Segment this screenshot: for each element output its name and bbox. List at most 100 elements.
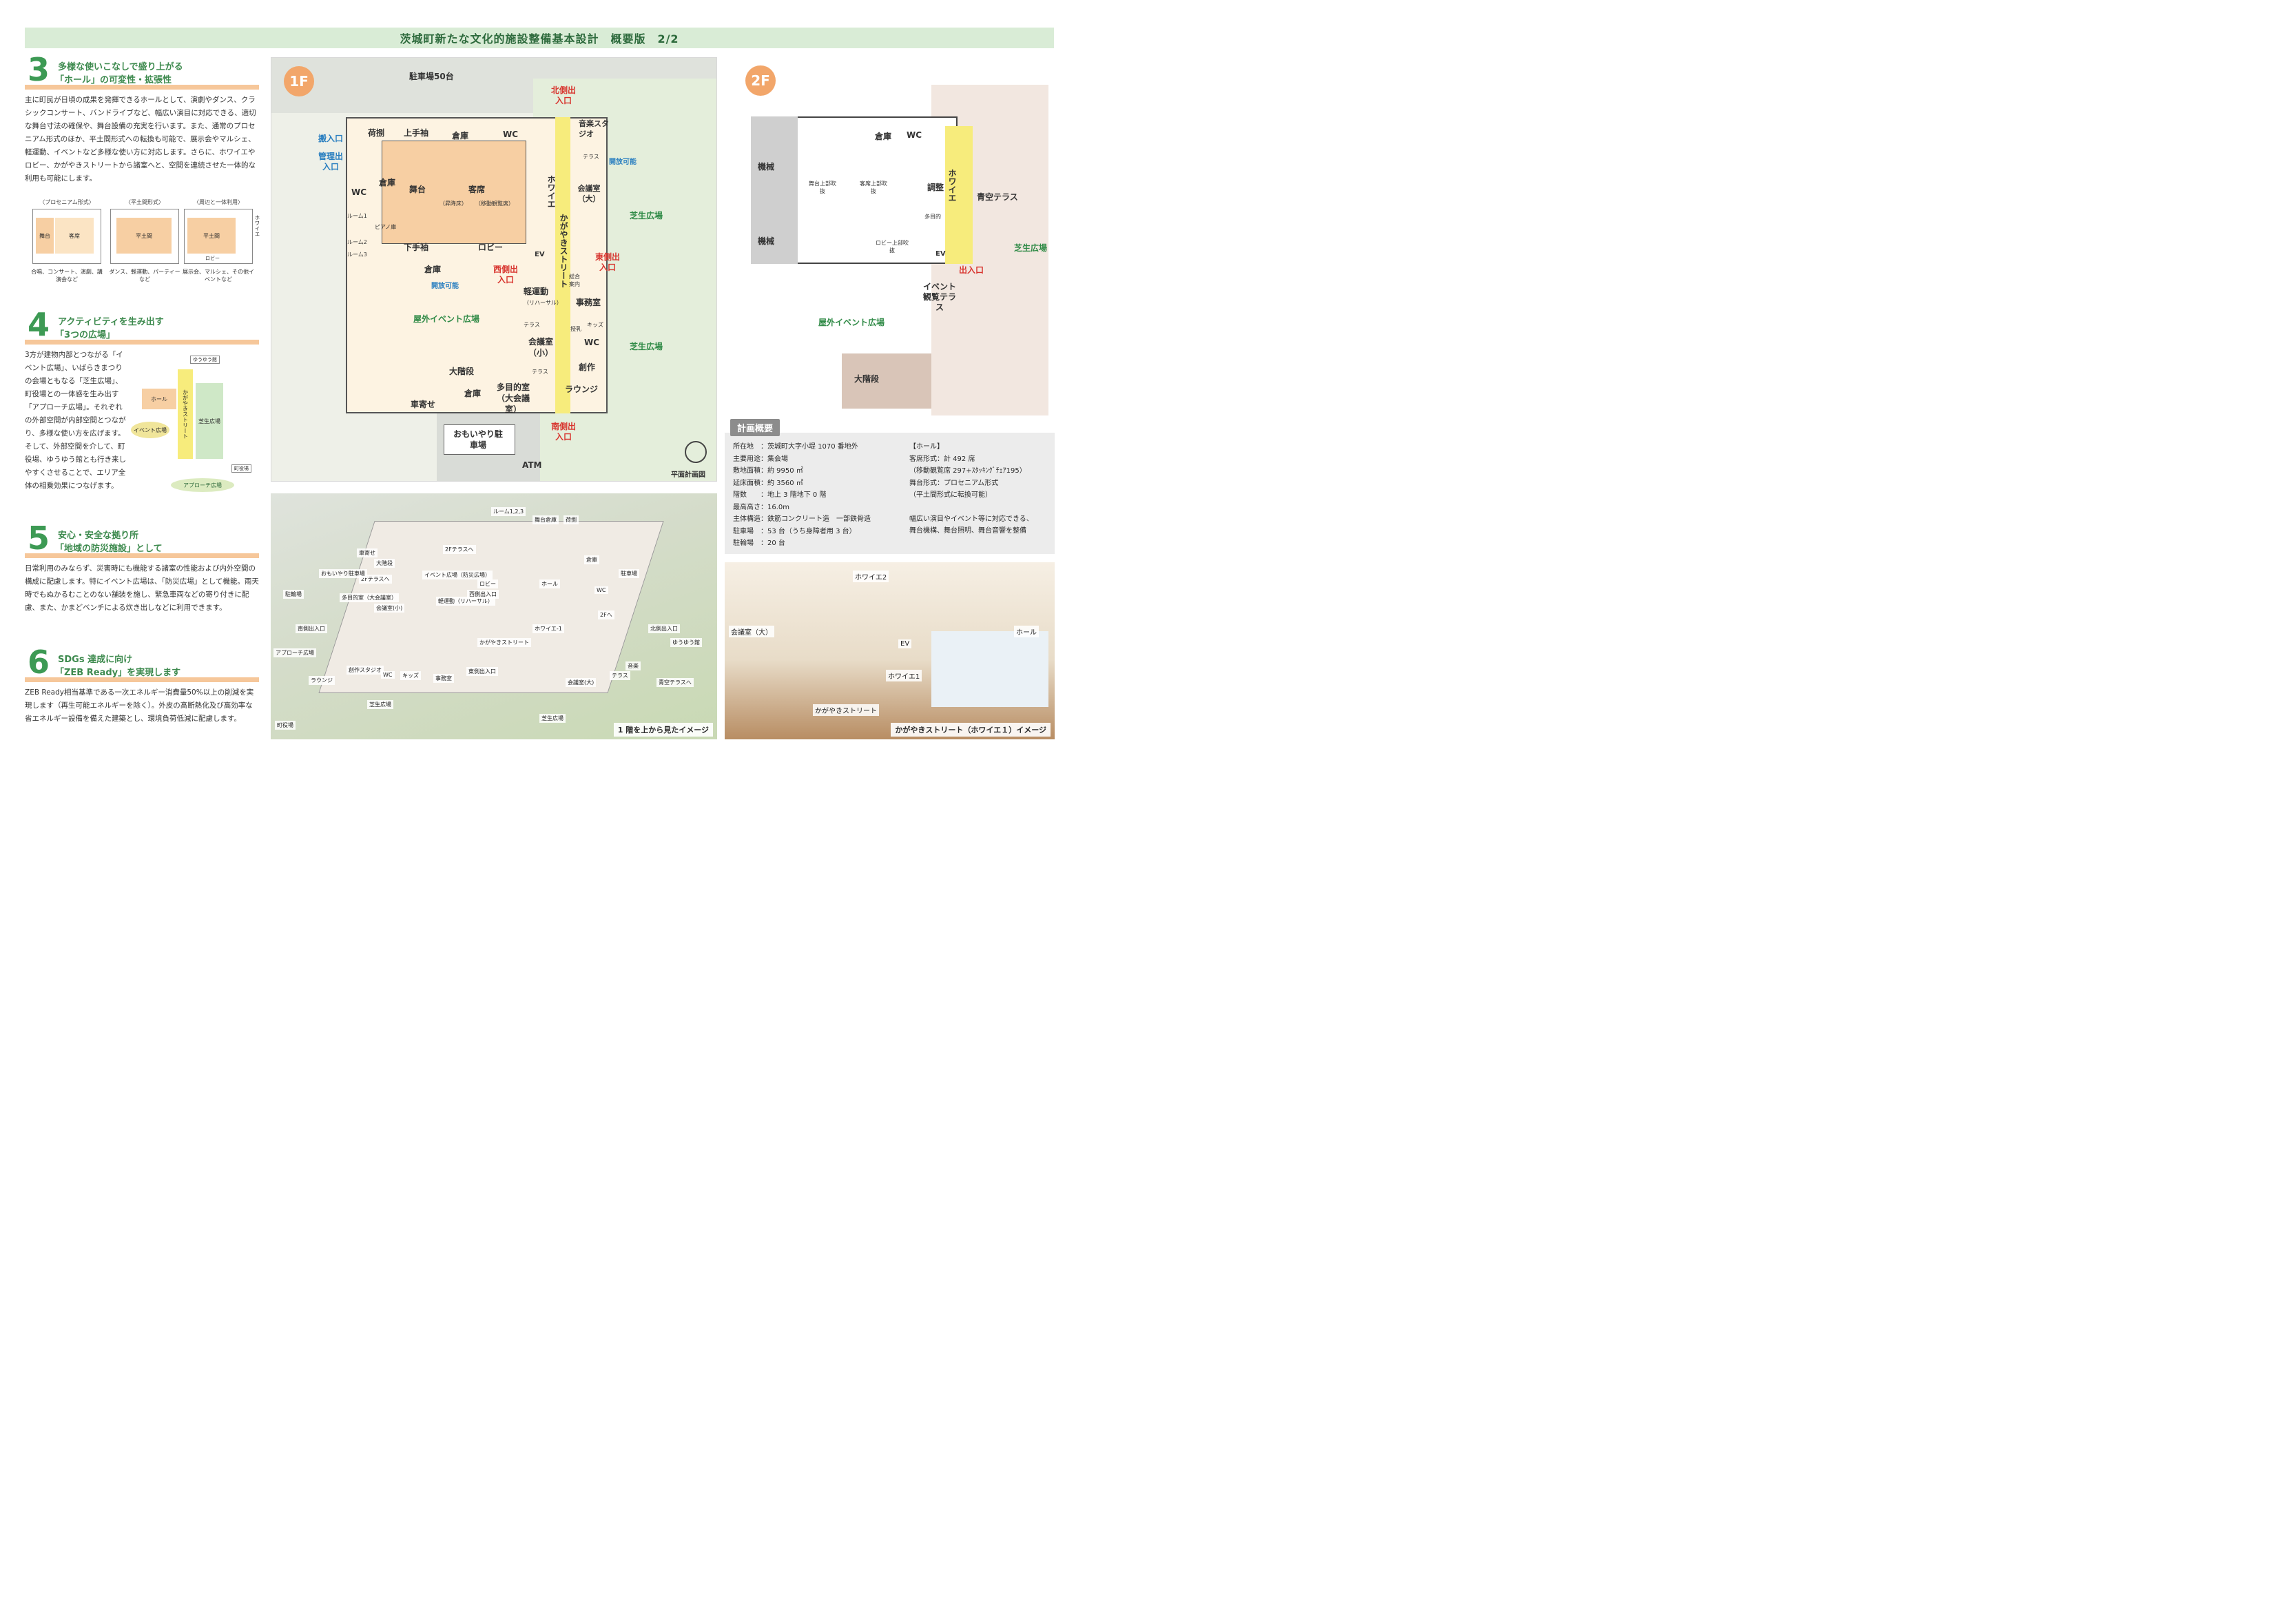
aerial-label: 東側出入口 (466, 667, 498, 676)
room-chosei: 調整 (927, 183, 944, 192)
plaza-lawn: 芝生広場 (196, 383, 223, 459)
entry-north: 北側出入口 (550, 85, 576, 105)
room-foyer: ホワイエ (546, 175, 556, 208)
entry-east: 東側出入口 (594, 252, 620, 272)
spec-row: 客席形式：計 492 席 (909, 455, 975, 463)
omoiyari-box (444, 424, 515, 455)
page-title: 茨城町新たな文化的施設整備基本設計 概要版 2/2 (400, 32, 679, 45)
section-number: 6 (28, 644, 50, 681)
section-number: 5 (28, 520, 50, 557)
room-kamite: 上手袖 (404, 128, 429, 138)
room-terrace2: テラス (524, 322, 540, 328)
label-open1: 開放可能 (609, 158, 637, 166)
label-open2: 開放可能 (431, 283, 459, 290)
room-tamokuteki: 多目的室（大会議室） (496, 382, 530, 414)
section-title-2: 「3つの広場」 (55, 330, 116, 340)
mode-lobby: ロビー (205, 256, 220, 261)
aerial-label: 駐車場 (619, 569, 639, 578)
room-soko1: 倉庫 (452, 131, 469, 141)
aerial-label: 2Fテラスへ (359, 575, 392, 584)
room-sosaku: 創作 (579, 362, 596, 372)
section-title-1: 安心・安全な拠り所 (58, 531, 139, 541)
aerial-label: 会議室(小) (374, 604, 405, 613)
mode-integrated: 〈周辺と一体利用〉 平土間 ホワイエ ロビー 展示会、マルシェ、その他イベントな… (180, 198, 260, 295)
render-label-ev: EV (898, 639, 912, 648)
interior-render: ホワイエ2 会議室（大） ホール EV ホワイエ1 かがやきストリート かがやき… (725, 562, 1055, 739)
entry-west: 西側出入口 (493, 265, 518, 285)
room-wc1: WC (503, 130, 519, 139)
aerial-label: 音楽 (625, 661, 641, 670)
section-body: 日常利用のみならず、災害時にも機能する諸室の性能および内外空間の構成に配慮します… (25, 564, 259, 612)
section-5-header: 5 安心・安全な拠り所 「地域の防災施設」として (25, 520, 259, 558)
plaza-street: かがやきストリート (178, 369, 193, 459)
section-4: 4 アクティビティを生み出す 「3つの広場」 3方が建物内部とつながる「イベント… (25, 306, 259, 493)
spec-row: 最高高さ：16.0m (733, 503, 790, 511)
aerial-label: テラス (610, 671, 630, 680)
mode-foyer: ホワイエ (255, 215, 260, 237)
section-6-header: 6 SDGs 達成に向け 「ZEB Ready」を実現します (25, 644, 259, 682)
label-omoiyari: おもいやり駐車場 (453, 429, 503, 450)
section-title-1: アクティビティを生み出す (58, 317, 164, 327)
mode-seats: 客席 (55, 218, 94, 254)
label-atm: ATM (522, 460, 542, 470)
render-caption: かがやきストリート（ホワイエ１）イメージ (891, 723, 1051, 737)
plaza-hall: ホール (142, 389, 176, 409)
aerial-label: 車寄せ (357, 548, 378, 557)
spec-row: 主体構造：鉄筋コンクリート造 一部鉄骨造 (733, 515, 871, 523)
section-4-header: 4 アクティビティを生み出す 「3つの広場」 (25, 306, 259, 345)
label-aozora: 青空テラス (977, 192, 1018, 202)
room-kaigi-dai: 会議室（大） (577, 184, 601, 203)
spec-tag: 計画概要 (730, 419, 780, 436)
room-idou: （移動観覧席） (475, 201, 514, 207)
mode-note: ダンス、軽運動、パーティーなど (109, 269, 180, 283)
aerial-label: 多目的室（大会議室） (340, 593, 399, 602)
render-label-foyer2: ホワイエ2 (853, 571, 889, 582)
entry-delivery: 搬入口 (318, 134, 344, 143)
spec-row: 階数 ：地上 3 階地下 0 階 (733, 491, 827, 499)
aerial-label: 事務室 (433, 674, 454, 683)
room-room2: ルーム2 (347, 239, 367, 245)
aerial-label: 大階段 (374, 559, 395, 568)
label-outdoor-event: 屋外イベント広場 (413, 314, 480, 324)
render-window (931, 631, 1048, 707)
label-outdoor-event-2f: 屋外イベント広場 (818, 318, 885, 327)
mode-title: 〈平土間形式〉 (125, 199, 164, 205)
room-soko: 倉庫 (875, 132, 892, 141)
entry-south: 南側出入口 (550, 422, 576, 442)
aerial-label: 会議室(大) (566, 678, 597, 687)
aerial-label: ホール (539, 579, 560, 588)
section-body: ZEB Ready相当基準である一次エネルギー消費量50%以上の削減を実現します… (25, 688, 254, 723)
room-piano: ピアノ庫 (375, 224, 397, 230)
room-wc2: WC (351, 187, 367, 197)
render-label-foyer1: ホワイエ1 (886, 670, 922, 681)
render-label-hall: ホール (1014, 626, 1039, 637)
aerial-label: WC (381, 671, 395, 679)
room-kaigi-sho: 会議室（小） (528, 337, 553, 358)
room-wc3: WC (584, 338, 600, 347)
label-lawn2: 芝生広場 (630, 342, 663, 351)
floor-plan-1f: 1F 駐車場50台 荷捌 上手袖 倉庫 WC 音楽スタジオ テラス 会議室（大）… (271, 57, 717, 482)
aerial-label: 芝生広場 (367, 700, 393, 709)
mode-title: 〈プロセニアム形式〉 (39, 199, 94, 205)
plaza-approach: アプローチ広場 (171, 478, 234, 492)
label-carport: 車寄せ (411, 400, 436, 409)
plaza-yuyu: ゆうゆう館 (190, 356, 220, 364)
spec-row: 敷地面積：約 9950 ㎡ (733, 467, 803, 475)
room-soko3: 倉庫 (424, 265, 442, 274)
room-room1: ルーム1 (347, 213, 367, 219)
aerial-label: 町役場 (275, 721, 296, 730)
aerial-label: イベント広場（防災広場） (422, 571, 493, 579)
label-parking50: 駐車場50台 (409, 72, 454, 81)
aerial-label: アプローチ広場 (273, 648, 316, 657)
room-keiundou: 軽運動 (524, 287, 549, 296)
room-kyakuseki: 客席 (468, 185, 486, 194)
aerial-label: 西側出入口 (467, 590, 499, 599)
section-title-1: SDGs 達成に向け (58, 655, 133, 665)
room-tamokuteki-2f: 多目的 (924, 214, 941, 220)
plan-caption: 平面計画図 (671, 471, 705, 479)
render-label-kaigi: 会議室（大） (729, 626, 774, 637)
floor-badge-2f: 2F (745, 65, 776, 96)
spec-row: 主要用途：集会場 (733, 455, 788, 463)
aerial-label: WC (594, 586, 608, 594)
